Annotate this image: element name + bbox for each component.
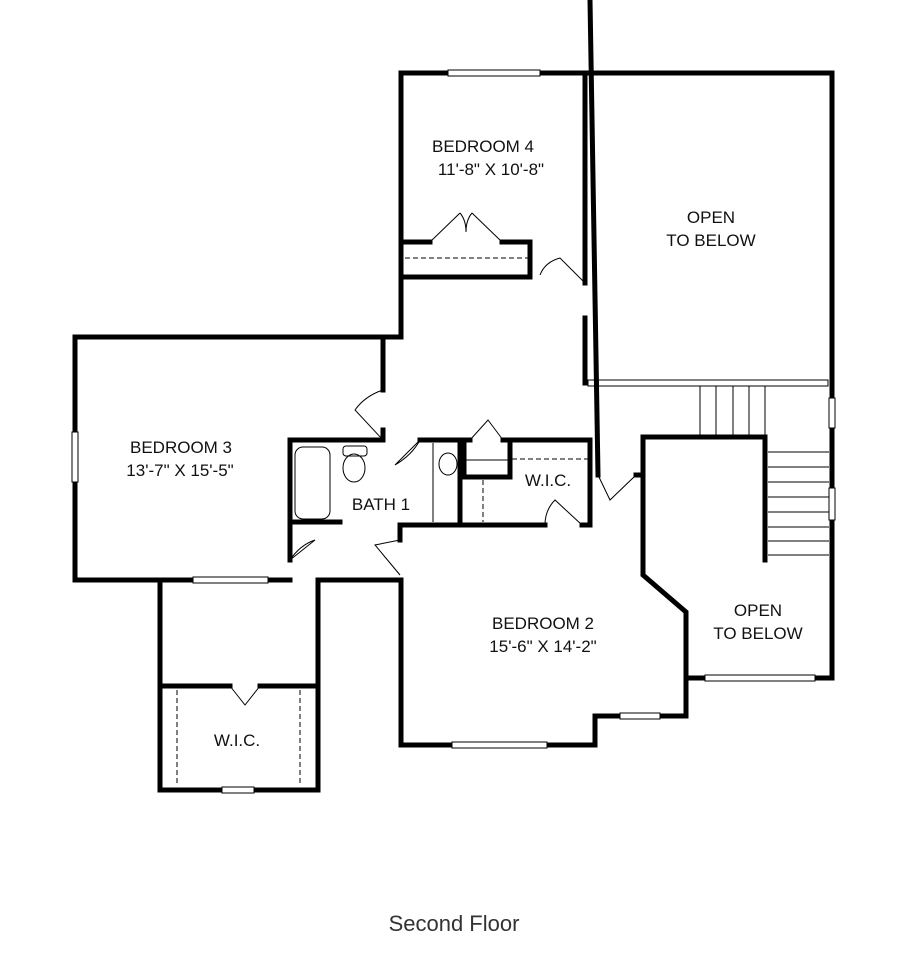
- wic2-name: W.I.C.: [214, 731, 260, 750]
- windows: [71, 69, 836, 794]
- doors: [229, 212, 637, 706]
- open1-line2: TO BELOW: [666, 231, 755, 250]
- bedroom4-size: 11'-8" X 10'-8": [438, 160, 544, 179]
- open2-line2: TO BELOW: [713, 624, 802, 643]
- bedroom3-name: BEDROOM 3: [130, 438, 232, 457]
- bedroom4-name: BEDROOM 4: [432, 137, 534, 156]
- floor-caption: Second Floor: [389, 911, 520, 936]
- stairs: [699, 386, 829, 556]
- room-labels: BEDROOM 4 11'-8" X 10'-8" OPEN TO BELOW …: [126, 137, 802, 750]
- open2-line1: OPEN: [734, 601, 782, 620]
- walls: [72, 0, 835, 793]
- fixtures: [176, 257, 829, 786]
- bedroom3-size: 13'-7" X 15'-5": [126, 461, 233, 480]
- bedroom2-size: 15'-6" X 14'-2": [489, 637, 596, 656]
- wic1-name: W.I.C.: [525, 471, 571, 490]
- open1-line1: OPEN: [687, 208, 735, 227]
- bedroom2-name: BEDROOM 2: [492, 614, 594, 633]
- bath1-name: BATH 1: [352, 495, 410, 514]
